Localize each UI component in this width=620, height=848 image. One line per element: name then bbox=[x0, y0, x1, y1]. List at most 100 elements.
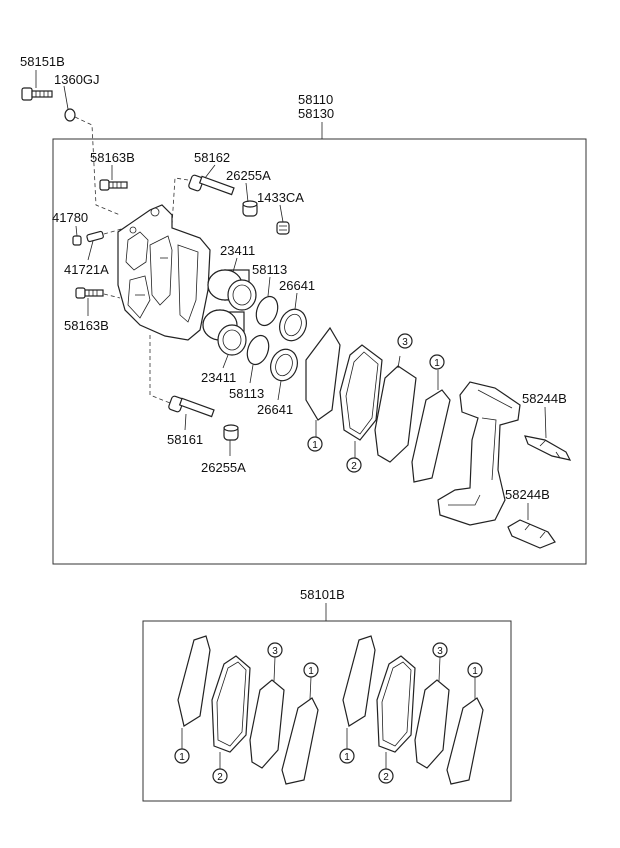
shim-1-top-icon bbox=[305, 326, 341, 421]
cap-1433ca-icon bbox=[276, 221, 290, 235]
callout-kit-1d: 1 bbox=[472, 666, 478, 677]
label-58163b-bottom: 58163B bbox=[64, 318, 109, 333]
washer-1360gj-icon bbox=[64, 108, 76, 122]
callout-circle-3a bbox=[397, 333, 413, 349]
label-23411-top: 23411 bbox=[220, 243, 255, 258]
label-58151b: 58151B bbox=[20, 54, 65, 69]
leader-kit-1b bbox=[309, 676, 312, 700]
bolt-58151b-icon bbox=[21, 87, 53, 101]
label-26255a-bottom: 26255A bbox=[201, 460, 246, 475]
guide-line-4 bbox=[103, 293, 121, 299]
callout-kit-2b: 2 bbox=[383, 772, 389, 783]
label-58113-bottom: 58113 bbox=[229, 386, 264, 401]
guide-line-2 bbox=[171, 177, 189, 226]
callout-kit-1c: 1 bbox=[344, 752, 350, 763]
shim-3-kit-left-icon bbox=[249, 679, 285, 769]
pad-kit-frame-58101b bbox=[142, 620, 512, 802]
callout-circle-kit-1c bbox=[339, 748, 355, 764]
callout-circle-2a bbox=[346, 457, 362, 473]
leader-kit-3b bbox=[438, 656, 441, 682]
guide-line-3 bbox=[103, 227, 126, 235]
callout-2a: 2 bbox=[351, 461, 357, 472]
shim-3-top-icon bbox=[374, 365, 417, 463]
leader-26641-bottom bbox=[277, 380, 282, 401]
callout-circle-kit-1b bbox=[303, 662, 319, 678]
callout-kit-2a: 2 bbox=[217, 772, 223, 783]
callout-1b: 1 bbox=[434, 358, 440, 369]
shim-1-kit-left-b-icon bbox=[281, 697, 319, 785]
label-58101b: 58101B bbox=[300, 587, 345, 602]
label-58244b-top: 58244B bbox=[522, 391, 567, 406]
callout-circle-kit-2b bbox=[378, 768, 394, 784]
label-26255a-top: 26255A bbox=[226, 168, 271, 183]
label-41721a: 41721A bbox=[64, 262, 109, 277]
bleeder-cap-41780-icon bbox=[72, 235, 82, 246]
seal-58113-top-icon bbox=[255, 295, 279, 327]
callout-circle-kit-2a bbox=[212, 768, 228, 784]
callout-kit-1b: 1 bbox=[308, 666, 314, 677]
leader-58113-bottom bbox=[249, 364, 254, 384]
boot-26641-bottom-icon bbox=[270, 348, 298, 382]
label-26641-bottom: 26641 bbox=[257, 402, 293, 417]
label-58162: 58162 bbox=[194, 150, 230, 165]
brake-pad-2-kit-left-icon bbox=[211, 655, 251, 753]
shim-1-kit-right-a-icon bbox=[342, 635, 376, 727]
callout-kit-3a: 3 bbox=[272, 646, 278, 657]
leader-58162 bbox=[204, 164, 216, 179]
caliper-body-icon bbox=[117, 204, 211, 341]
callout-circle-1b bbox=[429, 354, 445, 370]
guide-pin-58161-icon bbox=[168, 395, 215, 418]
caliper-carrier-icon bbox=[437, 381, 521, 526]
callout-circle-kit-3b bbox=[432, 642, 448, 658]
leader-23411-top bbox=[232, 257, 238, 273]
leader-41780 bbox=[75, 225, 78, 237]
leader-23411-bottom bbox=[222, 354, 229, 369]
callout-3a: 3 bbox=[402, 337, 408, 348]
label-23411-bottom: 23411 bbox=[201, 370, 236, 385]
leader-58161 bbox=[184, 413, 187, 431]
shim-3-kit-right-icon bbox=[414, 679, 450, 769]
shim-1-kit-left-a-icon bbox=[177, 635, 211, 727]
callout-circle-kit-1d bbox=[467, 662, 483, 678]
bolt-58163b-bottom-icon bbox=[75, 287, 104, 299]
shim-1-right-icon bbox=[411, 389, 451, 483]
guide-line-1 bbox=[74, 116, 121, 216]
bolt-58163b-top-icon bbox=[99, 179, 128, 191]
label-41780: 41780 bbox=[52, 210, 88, 225]
leader-1360gj bbox=[63, 85, 69, 110]
clip-58244b-bottom-icon bbox=[507, 519, 556, 549]
guide-pin-58162-icon bbox=[188, 174, 235, 196]
label-58110: 58110 bbox=[298, 92, 333, 107]
boot-26641-top-icon bbox=[279, 308, 307, 342]
label-58244b-bottom: 58244B bbox=[505, 487, 550, 502]
brake-pad-2-kit-right-icon bbox=[376, 655, 416, 753]
label-1360gj: 1360GJ bbox=[54, 72, 100, 87]
callout-circle-kit-3a bbox=[267, 642, 283, 658]
leader-58244b-top bbox=[544, 406, 547, 439]
leader-1433ca bbox=[279, 204, 284, 223]
callout-kit-1a: 1 bbox=[179, 752, 185, 763]
leader-callout-3a bbox=[397, 355, 401, 369]
seal-58113-bottom-icon bbox=[246, 334, 270, 366]
clip-58244b-top-icon bbox=[524, 435, 572, 461]
leader-58113-top bbox=[267, 276, 271, 297]
label-58130: 58130 bbox=[298, 106, 334, 121]
callout-kit-3b: 3 bbox=[437, 646, 443, 657]
leader-kit-3a bbox=[273, 656, 276, 682]
brake-pad-2-top-icon bbox=[339, 344, 383, 441]
boot-26255a-top-icon bbox=[242, 200, 258, 217]
piston-23411-top-icon bbox=[207, 269, 257, 311]
callout-circle-1a bbox=[307, 436, 323, 452]
bleeder-screw-41721a-icon bbox=[86, 230, 104, 243]
label-58113-top: 58113 bbox=[252, 262, 287, 277]
label-1433ca: 1433CA bbox=[257, 190, 304, 205]
label-58161: 58161 bbox=[167, 432, 203, 447]
boot-26255a-bottom-icon bbox=[223, 424, 239, 441]
callout-circle-kit-1a bbox=[174, 748, 190, 764]
guide-line-5 bbox=[149, 335, 176, 406]
piston-23411-bottom-icon bbox=[202, 309, 247, 356]
leader-26255a-top bbox=[245, 182, 249, 203]
label-58163b-top: 58163B bbox=[90, 150, 135, 165]
